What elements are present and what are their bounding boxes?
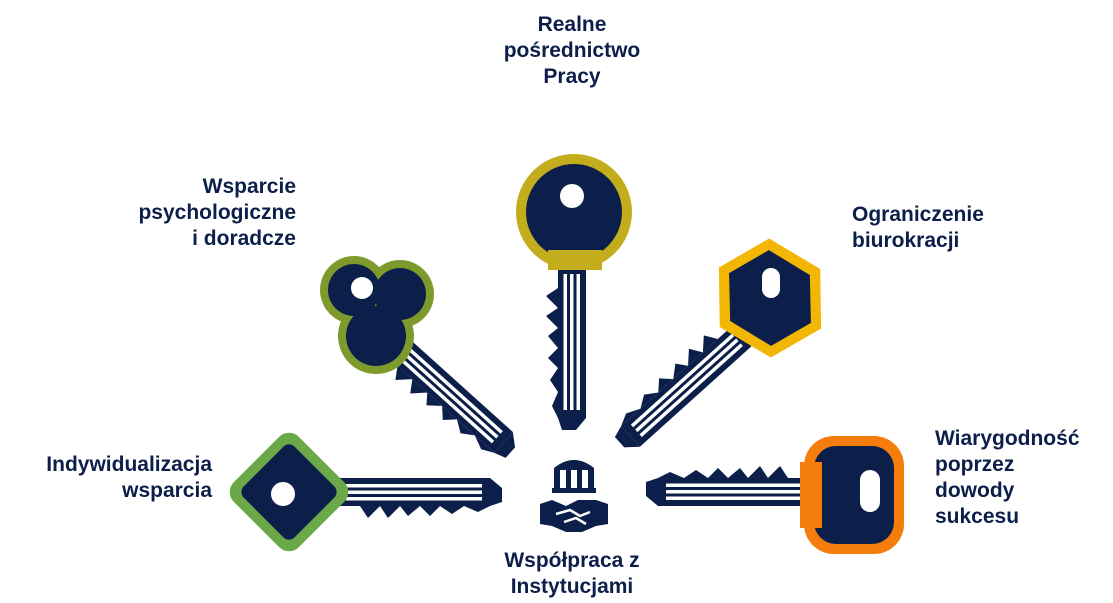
label-right-line4: sukcesu [935,505,1020,528]
label-top-line3: Pracy [543,65,601,88]
label-left-line1: Indywidualizacja [46,453,212,476]
label-upper-left: Wsparcie psychologiczne i doradcze [90,174,296,252]
key-top [516,154,632,430]
label-right-line1: Wiarygodność [935,427,1080,450]
label-upper-right: Ograniczenie biurokracji [852,202,1052,254]
institution-handshake-icon [540,460,608,532]
label-top-line1: Realne [537,13,607,36]
label-upper-right-line1: Ograniczenie [852,203,984,226]
label-top-line2: pośrednictwo [503,39,641,62]
label-top: Realne pośrednictwo Pracy [472,12,672,90]
label-right: Wiarygodność poprzez dowody sukcesu [935,426,1111,530]
key-upper-right [604,238,822,455]
label-upper-left-line1: Wsparcie [202,175,296,198]
key-upper-left [320,256,522,470]
label-upper-right-line2: biurokracji [852,229,960,252]
label-bottom: Współpraca z Instytucjami [462,548,682,600]
label-bottom-line1: Współpraca z [504,549,640,572]
key-left [229,432,502,552]
label-left: Indywidualizacja wsparcia [0,452,212,504]
label-left-line2: wsparcia [122,479,212,502]
label-right-line3: dowody [935,479,1015,502]
label-right-line2: poprzez [935,453,1015,476]
label-upper-left-line3: i doradcze [192,227,296,250]
key-right [646,436,904,554]
label-upper-left-line2: psychologiczne [138,201,296,224]
label-bottom-line2: Instytucjami [510,575,634,598]
